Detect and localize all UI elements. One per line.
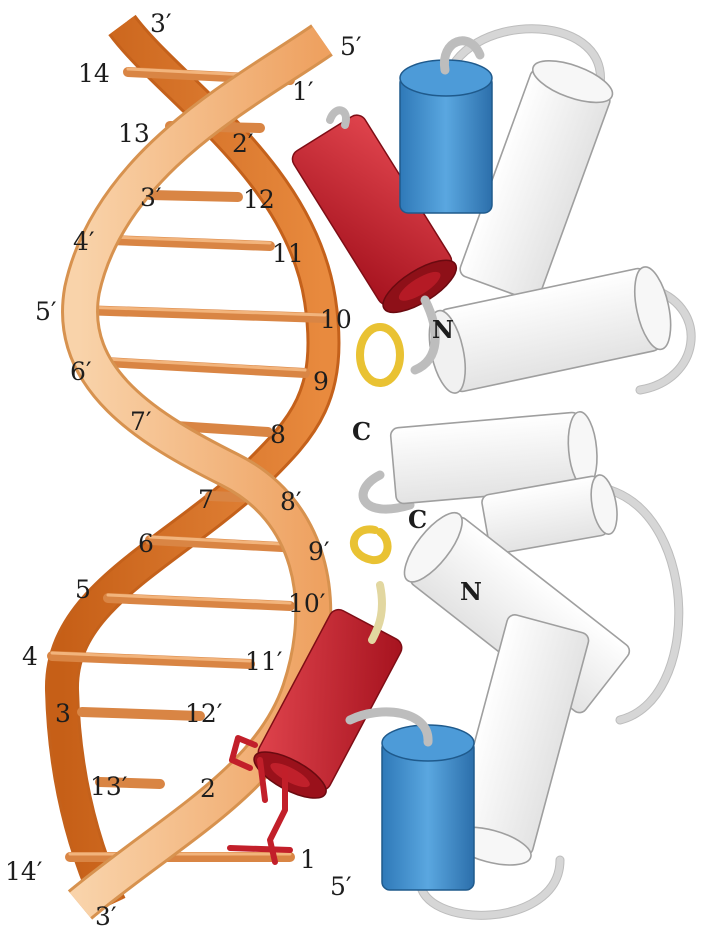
label-top-left-3prime: 3′ — [150, 9, 172, 38]
label-base-9: 9 — [313, 367, 329, 396]
label-base-7prime: 7′ — [130, 407, 152, 436]
upper-blue-helix — [400, 60, 492, 213]
label-n-terminus-upper: N — [432, 315, 454, 344]
label-base-13: 13 — [118, 119, 150, 148]
label-base-5: 5 — [75, 575, 91, 604]
label-bottom-left-3prime: 3′ — [95, 902, 117, 931]
label-base-3: 3 — [55, 699, 71, 728]
label-base-13prime: 13′ — [90, 772, 128, 801]
label-base-8: 8 — [270, 420, 286, 449]
label-base-11prime: 11′ — [245, 647, 283, 676]
label-base-4: 4 — [22, 642, 38, 671]
label-base-2: 2 — [200, 774, 216, 803]
label-n-terminus-lower: N — [460, 577, 482, 606]
label-base-6prime: 6′ — [70, 357, 92, 386]
label-top-right-5prime: 5′ — [340, 32, 362, 61]
label-base-1prime: 1′ — [292, 77, 314, 106]
label-base-12prime: 12′ — [185, 699, 223, 728]
label-base-9prime: 9′ — [308, 537, 330, 566]
label-base-8prime: 8′ — [280, 487, 302, 516]
label-base-4prime: 4′ — [73, 227, 95, 256]
label-base-14prime: 14′ — [5, 857, 43, 886]
label-base-1: 1 — [300, 845, 316, 874]
label-base-14: 14 — [78, 59, 110, 88]
label-base-5prime: 5′ — [35, 297, 57, 326]
loop-right-lower — [610, 490, 679, 720]
lower-blue-helix — [382, 725, 474, 890]
label-base-2prime: 2′ — [232, 129, 254, 158]
label-base-3prime: 3′ — [140, 183, 162, 212]
label-base-6: 6 — [138, 529, 154, 558]
label-c-terminus-lower: C — [408, 505, 427, 534]
label-bottom-right-5prime: 5′ — [330, 872, 352, 901]
label-base-10: 10 — [320, 305, 352, 334]
label-c-terminus-upper: C — [352, 417, 371, 446]
label-base-12: 12 — [243, 185, 275, 214]
label-base-11: 11 — [272, 239, 304, 268]
white-helix-2 — [423, 264, 677, 396]
label-base-7: 7 — [198, 485, 214, 514]
label-base-10prime: 10′ — [288, 589, 326, 618]
